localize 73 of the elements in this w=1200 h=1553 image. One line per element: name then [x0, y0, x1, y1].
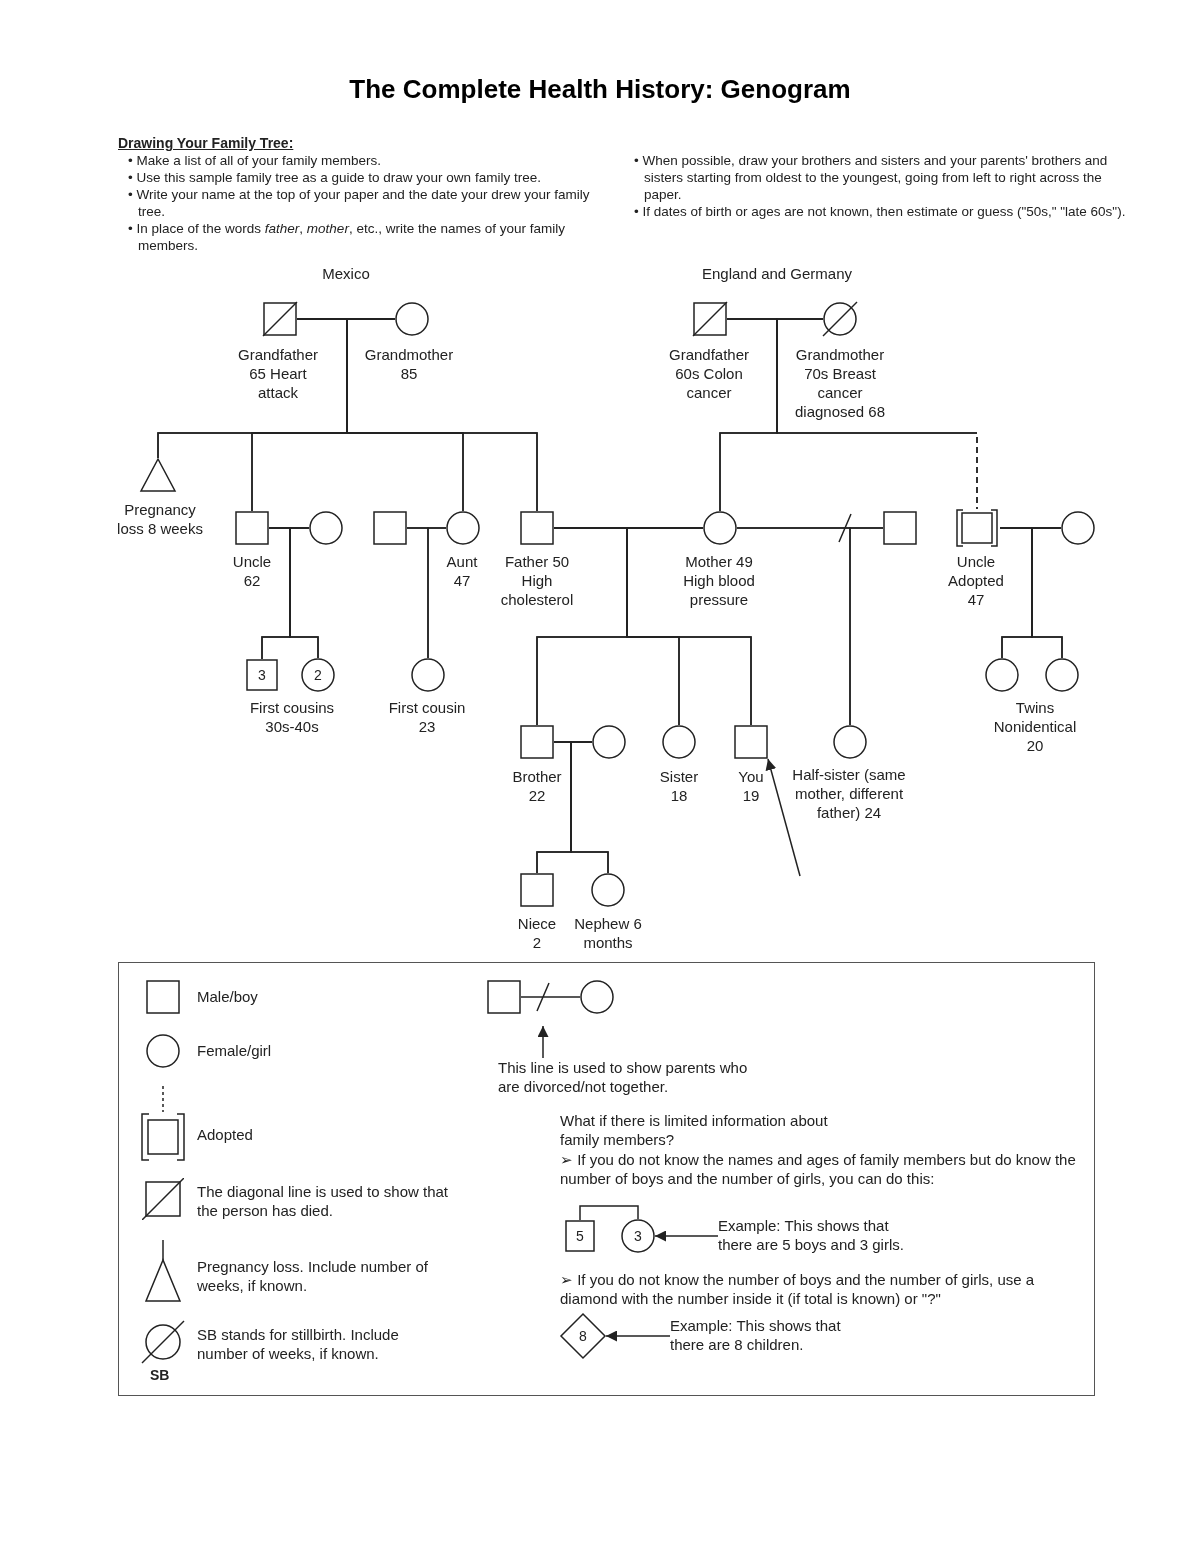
- legend-label: Pregnancy loss. Include number of weeks, if known.: [197, 1257, 429, 1295]
- number-text: 3: [633, 1227, 643, 1245]
- person-caption: You 19: [737, 767, 765, 805]
- note-text: Example: This shows that there are 5 boys and 3 girls.: [718, 1216, 918, 1254]
- person-caption: Sister 18: [658, 767, 700, 805]
- place-label: England and Germany: [700, 265, 854, 282]
- person-caption: Niece 2: [516, 914, 558, 952]
- female-symbol: [580, 980, 614, 1014]
- legend-label: Male/boy: [197, 987, 259, 1006]
- legend-label: Female/girl: [197, 1041, 273, 1060]
- female-symbol: [309, 511, 343, 545]
- female-symbol: [301, 658, 335, 692]
- instruction-text: • Make a list of all of your family members.: [128, 152, 383, 169]
- legend-label: The diagonal line is used to show that the person has died.: [197, 1182, 449, 1220]
- instruction-text: • Use this sample family tree as a guide to draw your own family tree.: [128, 169, 542, 186]
- instruction-text: • Write your name at the top of your paper and the date your drew your family tree.: [128, 186, 591, 220]
- person-caption: Twins Nonidentical 20: [992, 698, 1078, 755]
- male-symbol: [373, 511, 407, 545]
- note-text: What if there is limited information about family members?: [560, 1111, 829, 1149]
- female-symbol: [592, 725, 626, 759]
- number-text: 5: [575, 1227, 585, 1245]
- male-symbol: [883, 511, 917, 545]
- section-heading: Drawing Your Family Tree:: [118, 135, 294, 152]
- note-text: This line is used to show parents who are divorced/not together.: [498, 1058, 758, 1096]
- person-caption: First cousin 23: [387, 698, 467, 736]
- person-caption: Uncle 62: [231, 552, 273, 590]
- descent-line: [626, 527, 752, 726]
- legend-label: Adopted: [197, 1125, 254, 1144]
- arrow: [537, 1025, 549, 1059]
- number-text: 2: [313, 666, 323, 684]
- descent-line: [289, 527, 319, 659]
- descent-line: [346, 318, 538, 512]
- person-caption: First cousins 30s-40s: [248, 698, 336, 736]
- descent-line: [427, 527, 447, 659]
- male-symbol: [487, 980, 521, 1014]
- person-caption: Father 50 High cholesterol: [499, 552, 575, 609]
- arrow: [654, 1230, 719, 1242]
- relationship-line: [520, 982, 581, 1012]
- diamond-symbol: [560, 1313, 606, 1359]
- female-symbol: [1045, 658, 1079, 692]
- symbol-label: SB: [150, 1367, 170, 1384]
- note-text: ➢ If you do not know the number of boys and the number of girls, use a diamond with the number inside it (if total is known) or "?": [560, 1270, 1036, 1308]
- legend-label: SB stands for stillbirth. Include number of weeks, if known.: [197, 1325, 400, 1363]
- descent-line: [849, 527, 884, 726]
- number-text: 8: [578, 1327, 588, 1345]
- person-caption: Aunt 47: [445, 552, 479, 590]
- person-caption: Grandmother 85: [363, 345, 455, 383]
- person-caption: Nephew 6 months: [573, 914, 643, 952]
- descent-line: [570, 741, 609, 874]
- person-caption: Uncle Adopted 47: [947, 552, 1005, 609]
- arrow: [765, 758, 801, 877]
- note-text: Example: This shows that there are 8 children.: [670, 1316, 870, 1354]
- person-caption: Grandmother 70s Breast cancer diagnosed 68: [793, 345, 887, 421]
- instruction-text: • In place of the words father, mother, etc., write the names of your family members.: [128, 220, 566, 254]
- person-caption: Grandfather 60s Colon cancer: [667, 345, 750, 402]
- person-caption: Grandfather 65 Heart attack: [236, 345, 319, 402]
- female-symbol: [1061, 511, 1095, 545]
- note-text: ➢ If you do not know the names and ages of family members but do know the number of boys and the number of girls, you can do this:: [560, 1150, 1077, 1188]
- relationship-line: [579, 1205, 639, 1221]
- female-symbol: [621, 1219, 655, 1253]
- number-text: 3: [257, 666, 267, 684]
- descent-line: [1031, 527, 1063, 659]
- instruction-text: • When possible, draw your brothers and sisters and your parents' brothers and sisters starting from oldest to the youngest, going from left to right across the paper.: [634, 152, 1109, 203]
- page-title: The Complete Health History: Genogram: [348, 74, 852, 105]
- place-label: Mexico: [321, 265, 371, 282]
- person-caption: Pregnancy loss 8 weeks: [116, 500, 204, 538]
- person-caption: Half-sister (same mother, different father) 24: [791, 765, 907, 822]
- person-caption: Brother 22: [511, 767, 563, 805]
- person-caption: Mother 49 High blood pressure: [682, 552, 756, 609]
- instruction-text: • If dates of birth or ages are not known, then estimate or guess ("50s," "late 60s").: [634, 203, 1127, 220]
- descent-line: [776, 318, 978, 510]
- arrow: [605, 1330, 671, 1342]
- male-symbol: [565, 1220, 595, 1252]
